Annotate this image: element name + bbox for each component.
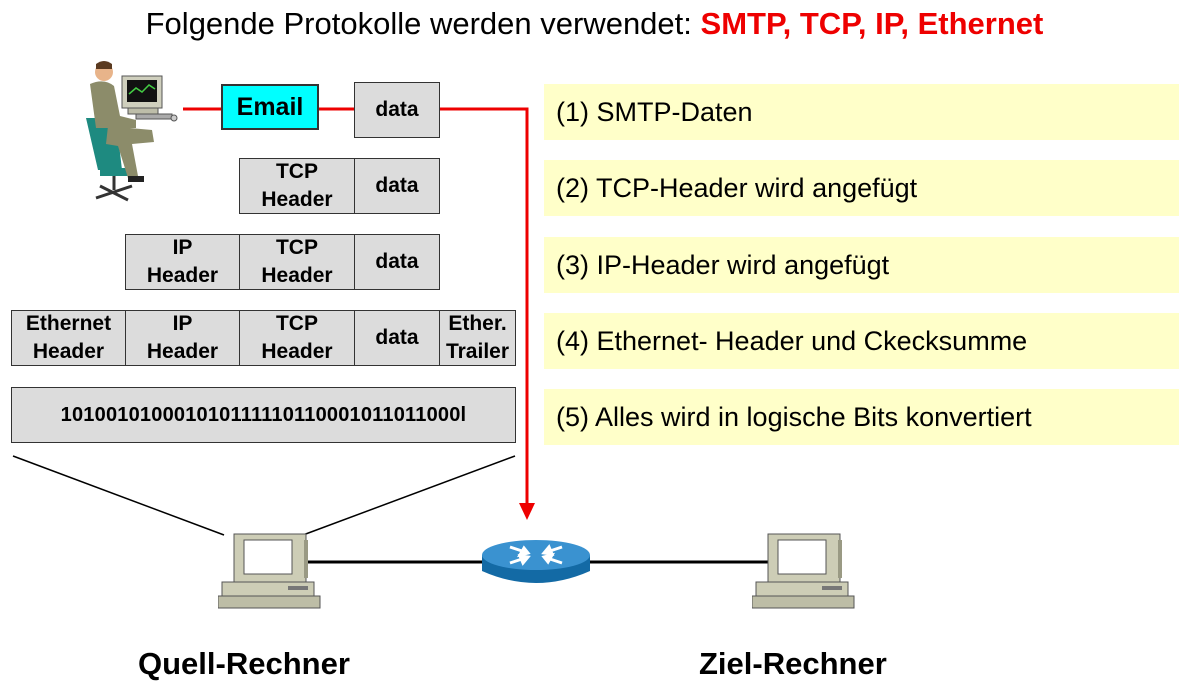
layer4-data-box: data (354, 310, 440, 366)
trailer-label-line2: Trailer (445, 340, 510, 363)
data-label: data (375, 250, 419, 273)
tcp-label-line1: TCP (275, 312, 318, 335)
ip-label-line1: IP (172, 236, 193, 259)
step-text: (2) TCP-Header wird angefügt (556, 172, 918, 203)
computer-icon (218, 533, 321, 609)
layer4-ethernet-trailer: Ether. Trailer (439, 310, 516, 366)
tcp-label-line1: TCP (275, 160, 318, 183)
step-2: (2) TCP-Header wird angefügt (544, 160, 1179, 216)
step-text: (4) Ethernet- Header und Ckecksumme (556, 325, 1028, 356)
step-1: (1) SMTP-Daten (544, 84, 1179, 140)
step-text: (3) IP-Header wird angefügt (556, 249, 890, 280)
ethernet-label-line1: Ethernet (25, 312, 112, 335)
data-label: data (375, 326, 419, 349)
step-3: (3) IP-Header wird angefügt (544, 237, 1179, 293)
email-label: Email (236, 93, 304, 121)
title-protocols: SMTP, TCP, IP, Ethernet (700, 6, 1044, 41)
layer2-tcp-header: TCP Header (239, 158, 355, 214)
tcp-label-line2: Header (261, 264, 333, 287)
bitstream-box: 101001010001010111110110001011011000l (11, 387, 516, 443)
red-arrow-head (519, 503, 535, 520)
layer3-data-box: data (354, 234, 440, 290)
layer3-tcp-header: TCP Header (239, 234, 355, 290)
target-computer-label: Ziel-Rechner (699, 646, 887, 681)
layer3-ip-header: IP Header (125, 234, 240, 290)
page-title: Folgende Protokolle werden verwendet: SM… (0, 6, 1189, 42)
tcp-label-line2: Header (261, 188, 333, 211)
layer2-data-box: data (354, 158, 440, 214)
funnel-line-right (302, 455, 516, 536)
layer4-ip-header: IP Header (125, 310, 240, 366)
step-4: (4) Ethernet- Header und Ckecksumme (544, 313, 1179, 369)
data-label: data (375, 98, 419, 121)
email-box: Email (221, 84, 319, 130)
step-5: (5) Alles wird in logische Bits konverti… (544, 389, 1179, 445)
step-text: (5) Alles wird in logische Bits konverti… (556, 401, 1032, 432)
layer1-data-box: data (354, 82, 440, 138)
tcp-label-line2: Header (261, 340, 333, 363)
ip-label-line1: IP (172, 312, 193, 335)
user-at-computer-icon (86, 61, 178, 202)
source-computer-label: Quell-Rechner (138, 646, 350, 681)
tcp-label-line1: TCP (275, 236, 318, 259)
funnel-line-left (12, 455, 225, 536)
ip-label-line2: Header (146, 264, 219, 287)
data-label: data (375, 174, 419, 197)
ethernet-label-line2: Header (32, 340, 105, 363)
router-icon (482, 540, 590, 583)
red-wire-down (440, 107, 529, 508)
computer-icon (752, 533, 855, 609)
trailer-label-line1: Ether. (448, 312, 507, 335)
title-prefix: Folgende Protokolle werden verwendet: (145, 6, 692, 41)
layer4-tcp-header: TCP Header (239, 310, 355, 366)
step-text: (1) SMTP-Daten (556, 96, 753, 127)
bitstream-text: 101001010001010111110110001011011000l (60, 404, 467, 426)
ip-label-line2: Header (146, 340, 219, 363)
